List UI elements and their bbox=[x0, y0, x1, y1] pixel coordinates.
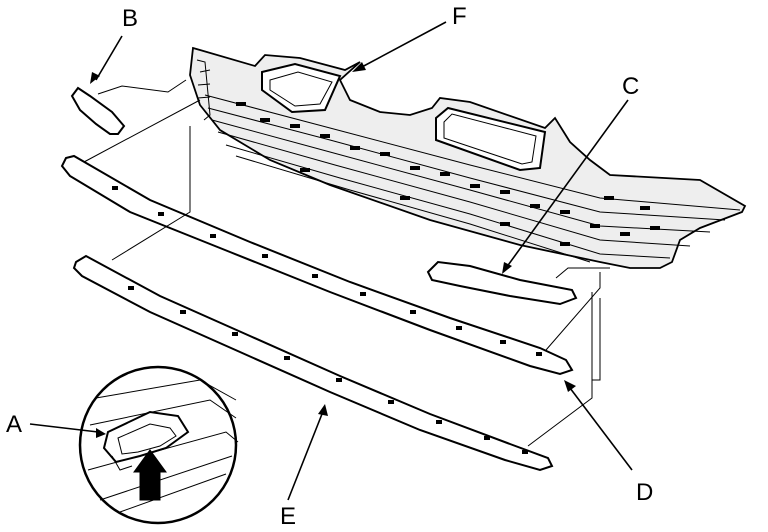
part-e-clips bbox=[128, 286, 528, 454]
callout-c: C bbox=[622, 73, 639, 100]
callout-b: B bbox=[122, 5, 138, 32]
leader-d bbox=[569, 387, 633, 471]
grille-tabs bbox=[236, 102, 660, 246]
leader-a bbox=[29, 423, 99, 433]
alignment-lines bbox=[83, 79, 610, 447]
part-e-molding bbox=[72, 254, 554, 472]
leader-f bbox=[359, 21, 447, 69]
callout-leaders bbox=[29, 21, 633, 501]
duct-left-inner bbox=[269, 71, 333, 107]
duct-right bbox=[435, 106, 547, 172]
detail-clip-inner bbox=[111, 423, 177, 471]
arrow-icon bbox=[90, 72, 100, 84]
leader-e bbox=[287, 413, 323, 501]
leader-b bbox=[95, 35, 123, 81]
detail-view bbox=[78, 365, 239, 525]
arrow-icon bbox=[502, 262, 512, 274]
detail-clip bbox=[102, 410, 190, 464]
grille-left-end bbox=[196, 59, 211, 121]
part-d-molding bbox=[60, 154, 574, 376]
duct-left bbox=[261, 62, 342, 114]
part-c-molding bbox=[426, 260, 578, 306]
grille-assembly bbox=[189, 46, 747, 269]
arrow-icon bbox=[318, 404, 328, 416]
callout-d: D bbox=[636, 479, 653, 506]
arrow-icon bbox=[564, 380, 576, 392]
duct-right-inner bbox=[443, 113, 537, 165]
callout-e: E bbox=[280, 503, 296, 530]
part-d-clips bbox=[112, 186, 542, 356]
up-arrow-icon bbox=[133, 449, 167, 501]
callout-a: A bbox=[6, 411, 22, 438]
arrow-icon bbox=[352, 62, 366, 72]
leader-c bbox=[505, 99, 629, 269]
grille-slats bbox=[204, 94, 741, 263]
arrow-icon bbox=[96, 428, 106, 438]
detail-background bbox=[87, 379, 239, 513]
part-b-molding bbox=[70, 86, 126, 135]
callout-f: F bbox=[452, 3, 467, 30]
